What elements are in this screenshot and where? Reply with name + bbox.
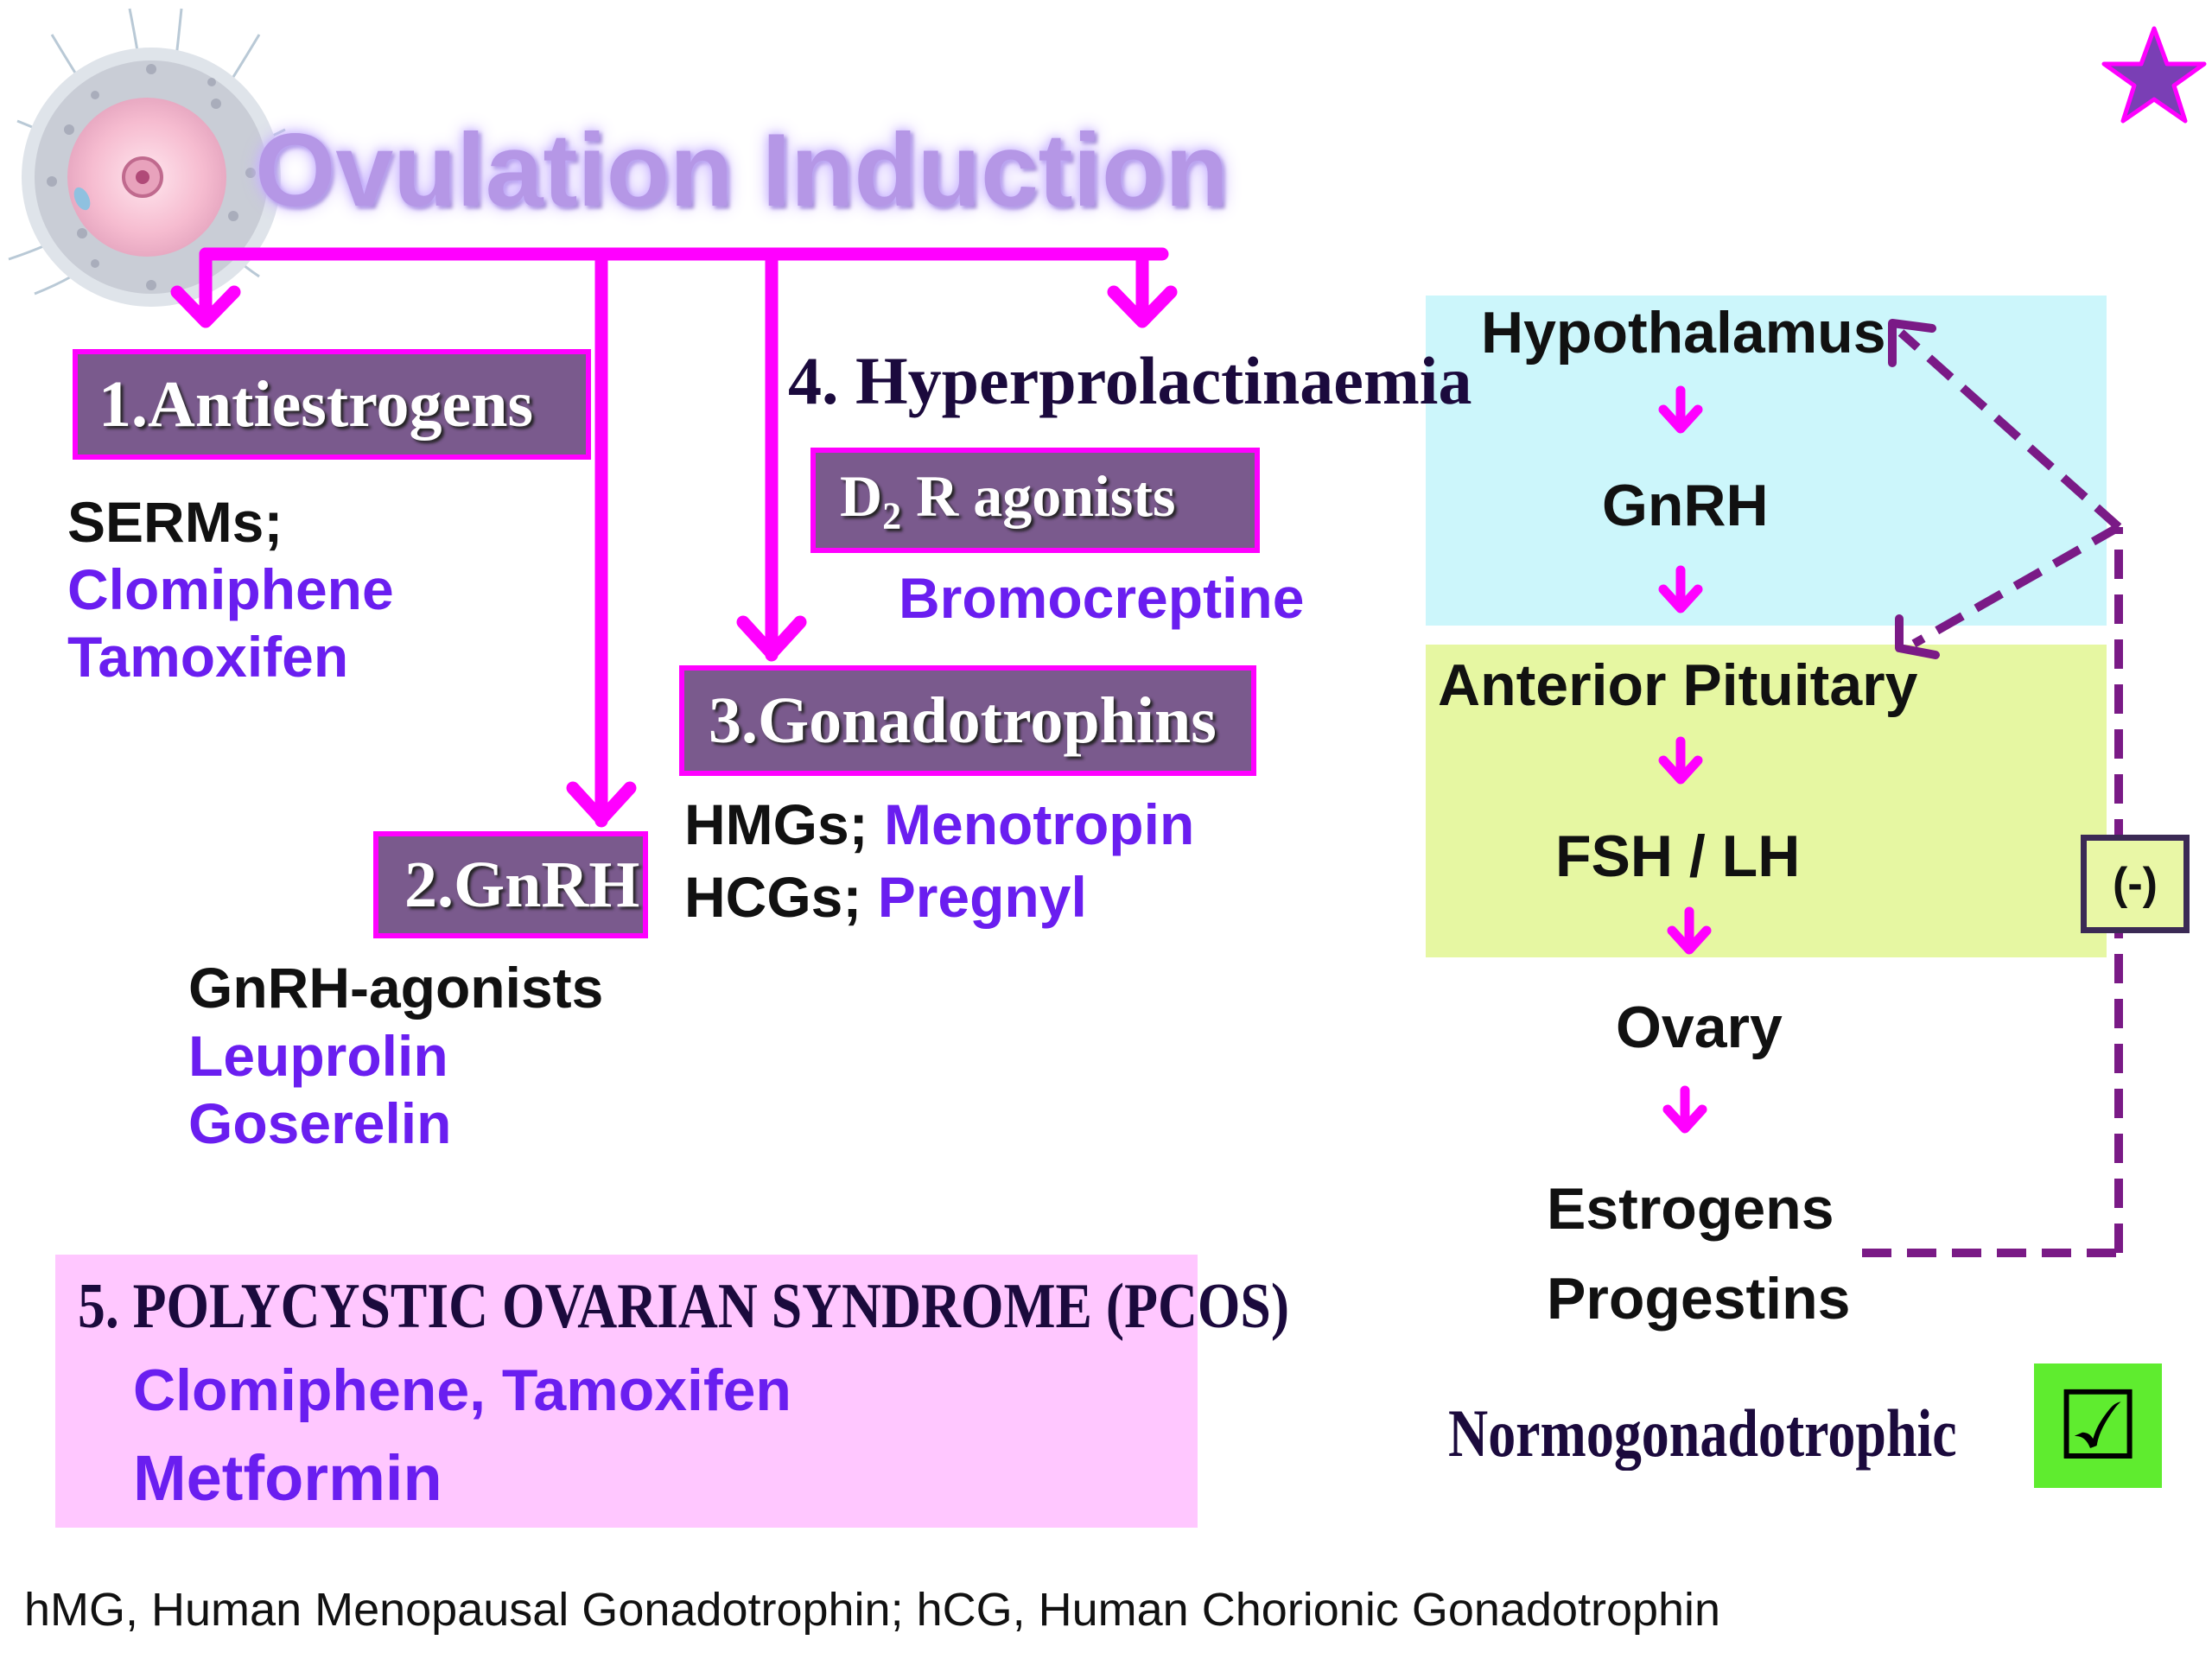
leuprolin-text: Leuprolin [188, 1024, 448, 1088]
hmgs-label: HMGs; [684, 792, 868, 856]
pcos-label: 5. POLYCYSTIC OVARIAN SYNDROME (PCOS) [78, 1271, 1290, 1342]
hypothalamus-band [1426, 296, 2107, 626]
pituitary-band [1426, 645, 2107, 957]
feedback-loop [1862, 329, 2123, 1257]
antiestrogens-box: 1.Antiestrogens [73, 349, 591, 460]
page-title: Ovulation Induction [255, 112, 1229, 228]
feedback-arrowhead-pituitary [1895, 614, 1940, 659]
footnote: hMG, Human Menopausal Gonadotrophin; hCG… [24, 1584, 1721, 1636]
axis-anterior-pituitary: Anterior Pituitary [1438, 652, 1918, 718]
hyperprolactinaemia-label: 4. Hyperprolactinaemia [788, 343, 1472, 418]
hmgs-row: HMGs; Menotropin [684, 791, 1194, 857]
star-icon [2101, 26, 2207, 124]
gnrh-label: 2.GnRH [404, 848, 640, 921]
d2-agonists-label: D2 R agonists [840, 463, 1176, 537]
metformin-text: Metformin [133, 1442, 442, 1514]
axis-arrows [1658, 385, 1712, 1134]
gonadotrophins-label: 3.Gonadotrophins [709, 683, 1217, 757]
axis-gnrh: GnRH [1602, 473, 1769, 538]
goserelin-text: Goserelin [188, 1091, 452, 1155]
serms-label: SERMs; [67, 490, 283, 554]
clomiphene-text: Clomiphene [67, 557, 394, 621]
pregnyl-text: Pregnyl [877, 865, 1087, 929]
tamoxifen-text: Tamoxifen [67, 625, 349, 689]
feedback-arrowhead-hypothalamus [1888, 319, 1936, 367]
normogonadotrophic-label: Normogonadotrophic [1448, 1395, 1957, 1471]
pcos-clomiphene-tamoxifen-text: Clomiphene, Tamoxifen [133, 1357, 791, 1423]
gnrh-box: 2.GnRH [373, 831, 648, 938]
branch-arrows [170, 247, 1178, 828]
axis-fsh-lh: FSH / LH [1555, 823, 1801, 889]
axis-progestins: Progestins [1547, 1266, 1851, 1332]
axis-estrogens: Estrogens [1547, 1176, 1834, 1242]
d2-agonists-box: D2 R agonists [810, 448, 1260, 553]
bromocreptine-text: Bromocreptine [899, 566, 1305, 630]
axis-ovary: Ovary [1616, 995, 1783, 1060]
negative-feedback-badge: (-) [2081, 835, 2190, 933]
gonadotrophins-box: 3.Gonadotrophins [679, 665, 1256, 776]
hcgs-row: HCGs; Pregnyl [684, 864, 1087, 930]
axis-hypothalamus: Hypothalamus [1481, 300, 1886, 365]
antiestrogens-label: 1.Antiestrogens [99, 367, 534, 441]
pcos-box [55, 1255, 1198, 1528]
hcgs-label: HCGs; [684, 865, 862, 929]
menotropin-text: Menotropin [884, 792, 1195, 856]
ovum-icon [8, 8, 286, 307]
checkbox-icon: ☑ [2034, 1363, 2162, 1488]
gnrh-agonists-label: GnRH-agonists [188, 956, 604, 1020]
